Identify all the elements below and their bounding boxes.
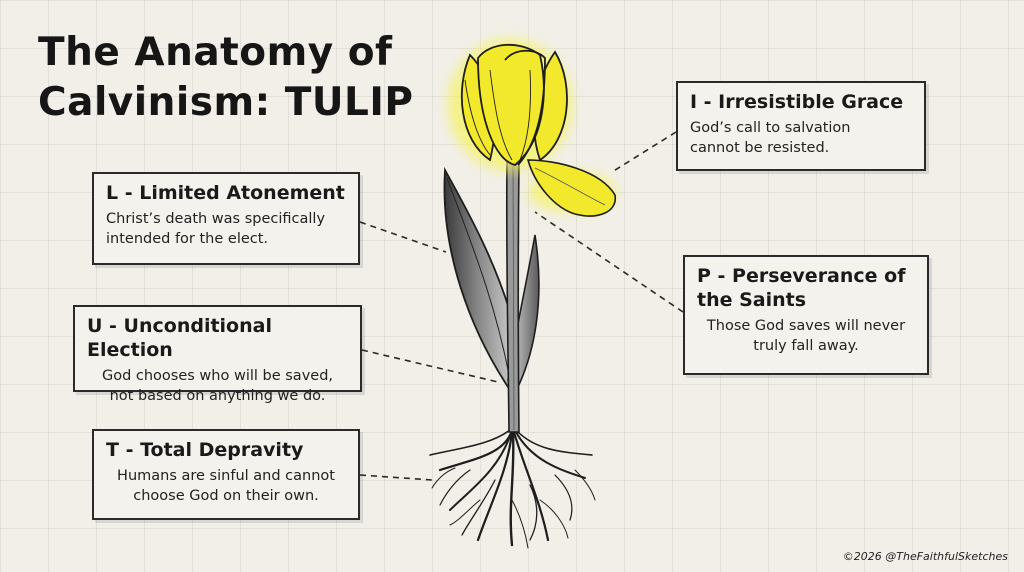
desc-irresistible-line-2: cannot be resisted. bbox=[690, 140, 830, 156]
desc-limited-line-1: Christ’s death was specifically bbox=[106, 211, 326, 227]
heading-unconditional-election: U - Unconditional Election bbox=[87, 315, 272, 361]
desc-limited-line-2: intended for the elect. bbox=[106, 231, 269, 247]
heading-perseverance: P - Perseverance of the Saints bbox=[697, 264, 915, 312]
desc-irresistible-line-1: God’s call to salvation bbox=[690, 120, 851, 136]
connector-limited bbox=[359, 221, 447, 253]
label-irresistible-grace: I - Irresistible Grace God’s call to sal… bbox=[676, 81, 926, 171]
desc-perseverance: Those God saves will never truly fall aw… bbox=[697, 316, 915, 356]
roots bbox=[429, 428, 596, 549]
tulip-flower bbox=[460, 43, 568, 166]
desc-perseverance-line-2: truly fall away. bbox=[753, 338, 859, 354]
connector-total bbox=[359, 474, 433, 481]
heading-total-depravity: T - Total Depravity bbox=[106, 439, 304, 461]
desc-total-line-2: choose God on their own. bbox=[133, 488, 319, 504]
falling-petal bbox=[526, 159, 616, 217]
page-title: The Anatomy of Calvinism: TULIP bbox=[38, 28, 413, 128]
connector-irresistible bbox=[611, 131, 677, 173]
label-perseverance-of-the-saints: P - Perseverance of the Saints Those God… bbox=[683, 255, 929, 375]
stem bbox=[505, 159, 520, 433]
heading-irresistible-grace: I - Irresistible Grace bbox=[690, 91, 904, 113]
heading-limited-atonement: L - Limited Atonement bbox=[106, 182, 345, 204]
label-limited-atonement: L - Limited Atonement Christ’s death was… bbox=[92, 172, 360, 265]
desc-perseverance-line-1: Those God saves will never bbox=[706, 318, 906, 334]
connector-perseverance bbox=[534, 211, 684, 313]
heading-perseverance-line-1: P - Perseverance of bbox=[697, 265, 906, 287]
desc-irresistible-grace: God’s call to salvation cannot be resist… bbox=[690, 118, 912, 158]
desc-total-depravity: Humans are sinful and cannot choose God … bbox=[106, 466, 346, 506]
desc-unconditional-line-1: God chooses who will be saved, bbox=[101, 368, 334, 384]
desc-total-line-1: Humans are sinful and cannot bbox=[117, 468, 335, 484]
desc-unconditional-election: God chooses who will be saved, not based… bbox=[87, 366, 348, 406]
title-line-1: The Anatomy of bbox=[38, 30, 393, 75]
label-unconditional-election: U - Unconditional Election God chooses w… bbox=[73, 305, 362, 404]
label-total-depravity: T - Total Depravity Humans are sinful an… bbox=[92, 429, 360, 520]
desc-unconditional-line-2: not based on anything we do. bbox=[109, 388, 326, 404]
title-line-2: Calvinism: TULIP bbox=[38, 80, 414, 125]
left-leaf bbox=[443, 166, 516, 393]
copyright-credit: ©2026 @TheFaithfulSketches bbox=[842, 550, 1008, 563]
heading-perseverance-line-2: the Saints bbox=[697, 289, 807, 311]
connector-lines bbox=[359, 131, 684, 481]
desc-limited-atonement: Christ’s death was specifically intended… bbox=[106, 209, 346, 249]
connector-unconditional bbox=[361, 349, 499, 383]
